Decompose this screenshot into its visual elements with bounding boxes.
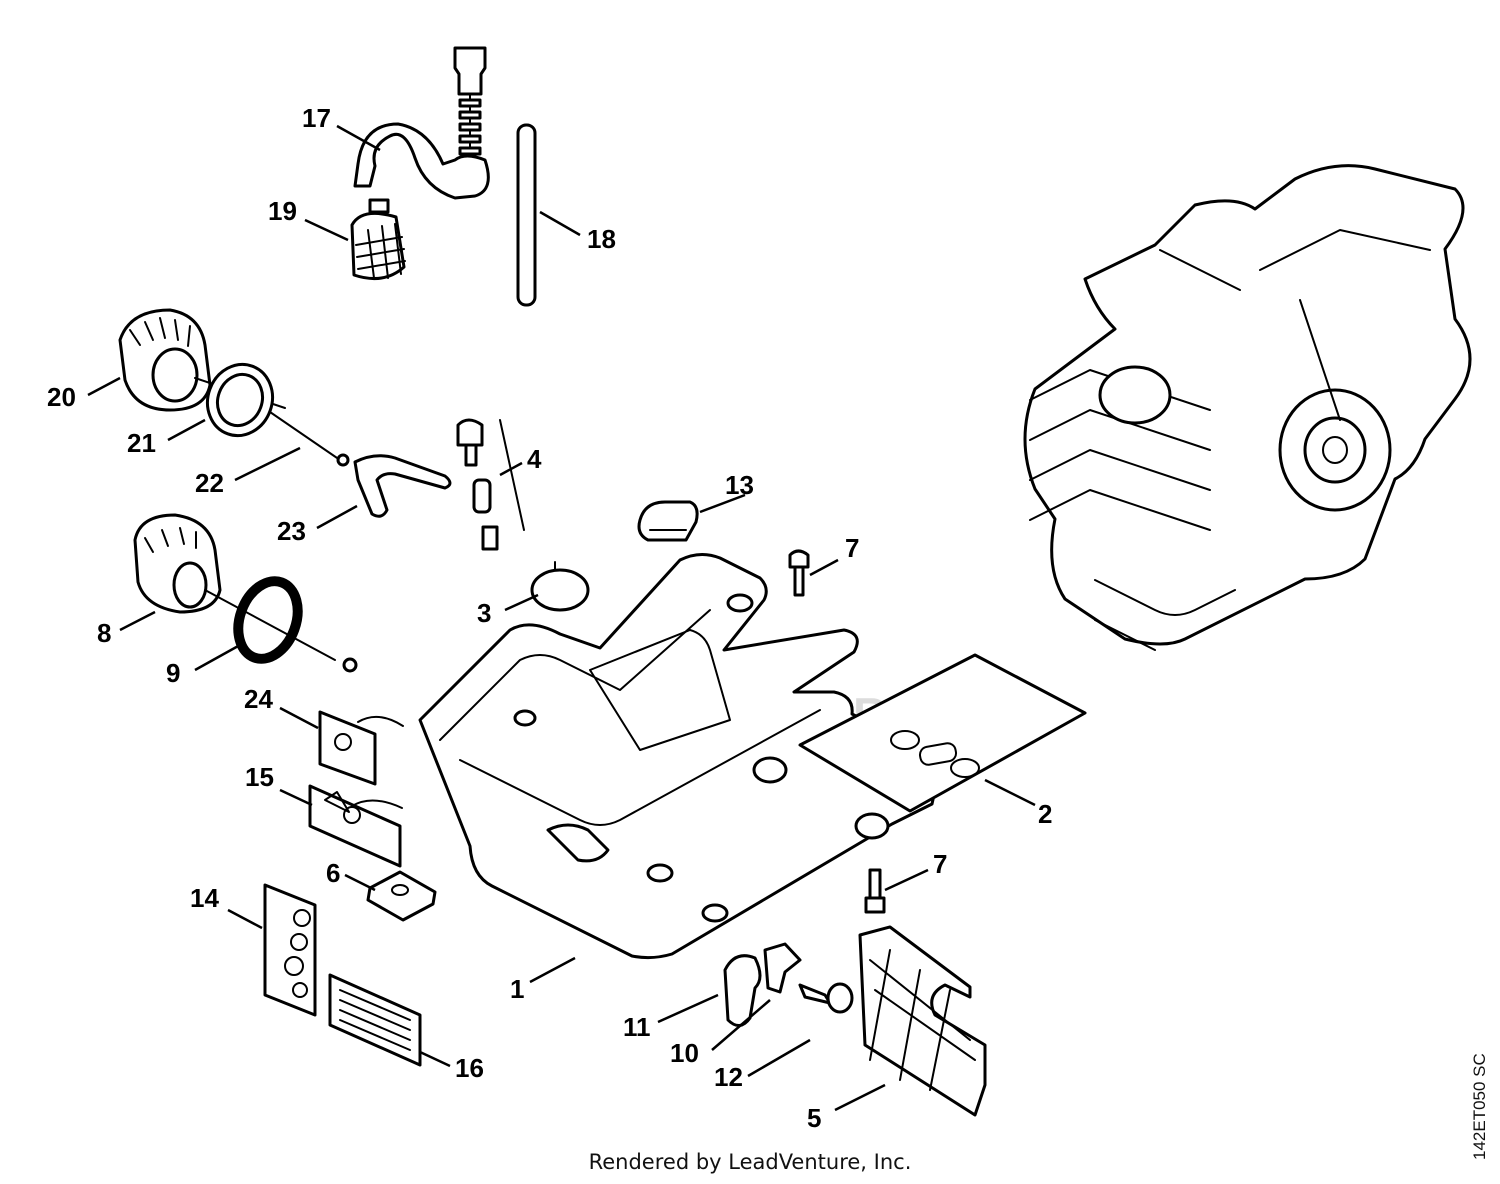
callout-22[interactable]: 22	[195, 468, 224, 498]
part-clip-10[interactable]	[763, 942, 802, 994]
part-plate[interactable]	[858, 925, 987, 1117]
callout-14[interactable]: 14	[190, 883, 219, 913]
label-24[interactable]	[318, 710, 377, 786]
callout-13[interactable]: 13	[725, 470, 754, 500]
arrow-24	[357, 715, 404, 727]
callout-20[interactable]: 20	[47, 382, 76, 412]
part-ring-21[interactable]	[198, 355, 283, 445]
credit-text: Rendered by LeadVenture, Inc.	[588, 1150, 912, 1174]
callout-10[interactable]: 10	[670, 1038, 699, 1068]
callout-18[interactable]: 18	[587, 224, 616, 254]
part-screw-top[interactable]	[788, 549, 810, 597]
callout-4[interactable]: 4	[527, 444, 542, 474]
part-fuel-hose[interactable]	[353, 46, 490, 200]
callout-17[interactable]: 17	[302, 103, 331, 133]
part-housing[interactable]	[418, 553, 936, 960]
part-gasket[interactable]	[798, 653, 1087, 813]
part-fuel-filter[interactable]	[350, 198, 406, 281]
callout-7-bottom[interactable]: 7	[933, 849, 947, 879]
arrow-15	[351, 799, 403, 809]
callout-1[interactable]: 1	[510, 974, 524, 1004]
part-tube[interactable]	[516, 123, 537, 307]
callout-8[interactable]: 8	[97, 618, 111, 648]
part-nut[interactable]	[366, 870, 437, 922]
engine-assembly	[1023, 164, 1472, 651]
callout-23[interactable]: 23	[277, 516, 306, 546]
part-bracket[interactable]	[353, 454, 452, 518]
callout-2[interactable]: 2	[1038, 799, 1052, 829]
callout-3[interactable]: 3	[477, 598, 491, 628]
part-disk[interactable]	[530, 561, 590, 612]
callout-9[interactable]: 9	[166, 658, 180, 688]
callout-24[interactable]: 24	[244, 684, 273, 714]
figure-code: 142ET050 SC	[1470, 1053, 1489, 1160]
callout-11[interactable]: 11	[623, 1012, 651, 1042]
leader-lines	[87, 124, 1036, 1112]
callout-16[interactable]: 16	[455, 1053, 484, 1083]
part-pump-8[interactable]	[133, 513, 358, 673]
callouts: 1 2 3 4 5 6 7 7 8 9 10 11 12 13 14 15 16…	[47, 103, 1052, 1133]
part-cap[interactable]	[637, 500, 699, 542]
callout-6[interactable]: 6	[326, 858, 340, 888]
part-screw-12[interactable]	[798, 982, 854, 1014]
part-oring-9[interactable]	[228, 573, 308, 667]
callout-19[interactable]: 19	[268, 196, 297, 226]
label-14[interactable]	[263, 883, 317, 1017]
callout-7-top[interactable]: 7	[845, 533, 859, 563]
callout-12[interactable]: 12	[714, 1062, 743, 1092]
part-screw-bottom[interactable]	[864, 868, 886, 914]
callout-5[interactable]: 5	[807, 1103, 821, 1133]
label-15[interactable]	[308, 784, 402, 868]
callout-15[interactable]: 15	[245, 762, 274, 792]
part-plug-set[interactable]	[456, 418, 525, 551]
callout-21[interactable]: 21	[127, 428, 156, 458]
label-16[interactable]	[328, 973, 422, 1067]
part-cover-11[interactable]	[723, 954, 762, 1027]
part-cable[interactable]	[269, 411, 350, 467]
